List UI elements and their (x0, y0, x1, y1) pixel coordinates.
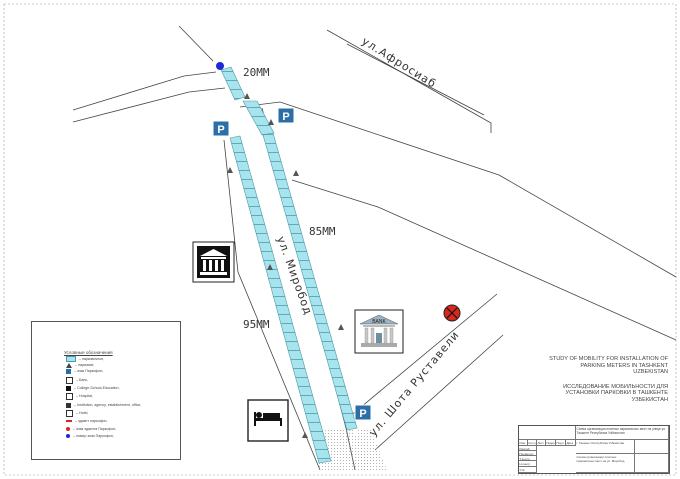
legend-item: – номер знак Паркофон, (66, 433, 114, 439)
legend-item: – парковочное, (66, 356, 104, 362)
stamp-role: Утв. (519, 467, 537, 473)
distance-label: 95ММ (243, 318, 270, 331)
project-title-en: STUDY OF MOBILITY FOR INSTALLATION OF PA… (549, 356, 668, 376)
parking-lane (220, 66, 246, 101)
parking-meter-triangle-icon (227, 167, 233, 173)
parking-meters (227, 93, 344, 438)
legend-item: – знак эдакнта Паркофон, (66, 426, 116, 432)
parking-meter-triangle-icon (338, 324, 344, 330)
stamp-role: Проверил (519, 451, 537, 456)
svg-text:BANK: BANK (372, 319, 386, 325)
stamp-col: Лист (537, 440, 546, 446)
stamp-col: Подп. (556, 440, 566, 446)
project-title: STUDY OF MOBILITY FOR INSTALLATION OF PA… (548, 356, 668, 404)
stamp-cell (519, 426, 576, 440)
parking-meter-triangle-icon (244, 93, 250, 99)
parking-sign-icon[interactable]: P (212, 120, 230, 137)
legend-item: – Institution, agency, establishment, of… (66, 402, 141, 408)
svg-text:P: P (217, 124, 224, 136)
hotel-bed-icon[interactable] (247, 399, 289, 442)
svg-text:P: P (359, 408, 366, 420)
legend-item: – паркомат, (66, 362, 94, 368)
drawing-stamp: Схема организации платных парковочных ме… (518, 425, 670, 474)
stamp-col: Кол.уч (528, 440, 537, 446)
stamp-col: №док. (546, 440, 556, 446)
parking-sign-icon[interactable]: P (277, 107, 295, 124)
start-point-dot-icon (216, 62, 224, 70)
stamp-role: Н.контр (519, 461, 537, 467)
crosswalk (318, 428, 372, 470)
legend-title: Условные обозначения (64, 350, 113, 355)
distance-label: 85ММ (309, 225, 336, 238)
sheet-frame (3, 3, 677, 476)
distance-label: 20ММ (243, 66, 270, 79)
parking-lane-left (229, 135, 332, 464)
stamp-cell (635, 440, 669, 454)
legend-item: – эдакнт паркофон, (66, 418, 108, 424)
legend-item: – College-School-Education, (66, 385, 120, 391)
parking-meter-triangle-icon (268, 119, 274, 125)
svg-text:P: P (282, 111, 289, 123)
school-building-icon[interactable] (192, 241, 235, 283)
legend-item: – знак Паркофон, (66, 368, 103, 374)
parking-lane (242, 100, 275, 136)
parking-meter-triangle-icon (293, 170, 299, 176)
street-label-afrosiab: ул.Афросиаб (359, 35, 438, 91)
map-legend: Условные обозначения – парковочное, – па… (31, 321, 181, 460)
stamp-title-cell: Схема организации платных парковочных ме… (576, 426, 669, 440)
legend-item: – Банк, (66, 376, 88, 384)
hospital-icon[interactable] (443, 304, 461, 322)
parking-meter-triangle-icon (302, 432, 308, 438)
legend-item: – Hospital, (66, 392, 93, 400)
stamp-city-cell: г. Ташкент Республика Узбекистан (576, 440, 635, 454)
project-title-ru: ИССЛЕДОВАНИЕ МОБИЛЬНОСТИ ДЛЯ УСТАНОВКИ П… (563, 383, 668, 403)
stamp-col: Дата (566, 440, 576, 446)
crosswalk (356, 428, 387, 470)
stamp-drawing-cell: Схема организации платных парковочных ме… (576, 454, 635, 473)
stamp-cell (635, 454, 669, 473)
stamp-role: Разраб. (519, 446, 537, 451)
parking-sign-icon[interactable]: P (354, 404, 372, 421)
legend-item: – Hotel, (66, 409, 88, 417)
stamp-role: Т.контр (519, 456, 537, 461)
stamp-col: Изм. (519, 440, 528, 446)
bank-icon[interactable]: BANK (354, 309, 404, 354)
parking-meter-triangle-icon (267, 264, 273, 270)
parking-lane-right (262, 132, 358, 431)
